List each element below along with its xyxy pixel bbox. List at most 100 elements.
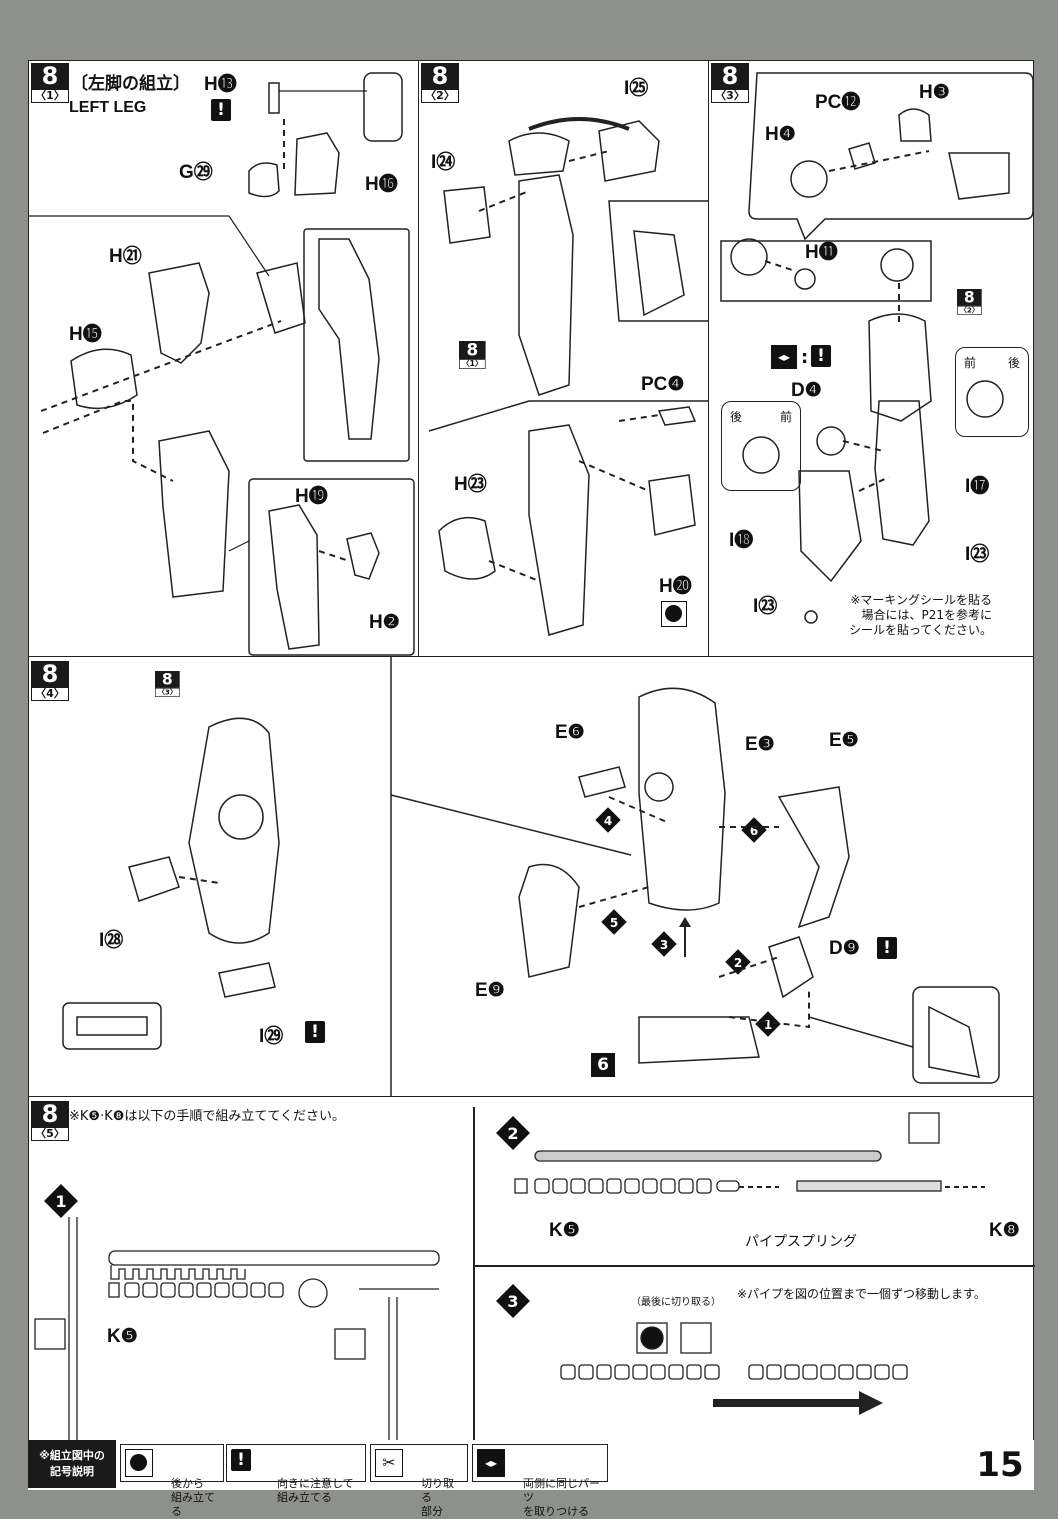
part-label: H⓯ [69, 324, 102, 345]
part-label: H⓫ [805, 242, 838, 263]
legend-item-later: 後から 組み立てる [120, 1444, 224, 1518]
back-label: 後 [730, 410, 743, 424]
svg-text:2: 2 [734, 956, 742, 970]
part-label: I㉙ [259, 1026, 284, 1047]
front-label: 前 [964, 356, 977, 370]
step-8-3-panel: 8 〈3〉 PC⓬ H❸ H❹ H⓫ D❹ I⓱ I⓲ I㉓ I㉓ 8 〈2〉 … [708, 60, 1034, 658]
lower-leg-armor-illustration [62, 657, 1000, 1099]
divider-vertical [473, 1107, 475, 1443]
part-label: K❺ [107, 1326, 138, 1347]
legend-text: 両側に同じパーツ を取りつける [523, 1477, 600, 1518]
part-label: E❺ [829, 730, 859, 751]
legend-item-cut: ✂ 切り取る 部分 [370, 1444, 468, 1518]
part-label: D❹ [791, 380, 822, 401]
reference-badge: 8 〈2〉 [957, 289, 982, 315]
substep-number: 〈3〉 [711, 89, 749, 103]
substep-number: 〈2〉 [421, 89, 459, 103]
attention-icon: ! [877, 937, 897, 959]
part-label: I㉓ [753, 596, 778, 617]
part-label: H㉑ [109, 246, 142, 267]
part-label: H㉓ [454, 474, 487, 495]
leg-frame-illustration [428, 117, 710, 636]
step-number: 8 [31, 1101, 69, 1127]
svg-text:2: 2 [507, 1124, 518, 1143]
part-label: H⓭ [204, 74, 237, 95]
sub-assembly-badge: 6 [591, 1053, 615, 1077]
knee-assembly-illustration [720, 72, 1034, 624]
order-mark: 1 [755, 1011, 781, 1037]
substep-mark-3: 3 [495, 1283, 531, 1319]
part-label: I㉘ [99, 930, 124, 951]
divider-horizontal [475, 1265, 1035, 1267]
pipe-move-note: ※パイプを図の位置まで一個ずつ移動します。 [737, 1287, 986, 1301]
pipe-assembly-note: ※K❺·K❽は以下の手順で組み立ててください。 [69, 1109, 345, 1124]
legend-key: ※組立図中の 記号説明 [28, 1440, 116, 1488]
step-badge: 8 〈3〉 [711, 63, 749, 103]
order-mark: 5 [601, 909, 627, 935]
svg-text:5: 5 [610, 916, 618, 930]
substep-mark-2: 2 [495, 1115, 531, 1151]
svg-text:4: 4 [604, 814, 612, 828]
pipe-assembly-illustration [34, 1112, 985, 1443]
step-badge: 8 〈5〉 [31, 1101, 69, 1141]
part-label: I㉔ [431, 152, 456, 173]
part-label: H⓳ [295, 486, 328, 507]
svg-text:3: 3 [660, 938, 668, 952]
attention-icon: ! [811, 345, 831, 367]
reference-badge: 8 〈3〉 [155, 671, 180, 697]
part-label: PC❹ [641, 374, 685, 395]
attention-icon: ! [211, 99, 231, 121]
order-mark: 6 [741, 817, 767, 843]
attention-icon: ! [231, 1449, 259, 1477]
colon-separator: : [801, 347, 809, 368]
part-label: H❸ [919, 82, 950, 103]
substep-number: 〈4〉 [31, 687, 69, 701]
page-number: 15 [972, 1444, 1028, 1486]
substep-number: 〈5〉 [31, 1127, 69, 1141]
part-label: I⓲ [729, 530, 754, 551]
svg-text:1: 1 [55, 1192, 66, 1211]
step-badge: 8 〈1〉 [31, 63, 69, 103]
step-8-1-panel: 8 〈1〉 〔左脚の組立〕 LEFT LEG H⓭ ! G㉙ H⓰ H㉑ H⓯ … [28, 60, 420, 658]
front-label: 前 [779, 410, 792, 424]
part-label: H❹ [765, 124, 796, 145]
part-label: H⓰ [365, 174, 398, 195]
step-badge: 8 〈4〉 [31, 661, 69, 701]
both-sides-icon: ◂▸ [477, 1449, 505, 1477]
step-number: 8 [711, 63, 749, 89]
legend-item-attention: ! 向きに注意して 組み立てる [226, 1444, 366, 1504]
left-leg-assembly-illustration [29, 72, 415, 656]
marking-sticker-note: ※マーキングシールを貼る 場合には、P21を参考に シールを貼ってください。 [849, 593, 993, 637]
svg-text:3: 3 [507, 1292, 518, 1311]
substep-mark-1: 1 [43, 1183, 79, 1219]
back-label: 後 [1007, 356, 1020, 370]
part-label: E❾ [475, 980, 505, 1001]
legend-text: 後から 組み立てる [171, 1477, 215, 1518]
step-8-5-panel: 8 〈5〉 ※K❺·K❽は以下の手順で組み立ててください。 1 K❺ 2 K❺ … [28, 1096, 1035, 1443]
svg-text:6: 6 [750, 824, 758, 838]
step-badge: 8 〈2〉 [421, 63, 459, 103]
step-number: 8 [421, 63, 459, 89]
order-mark: 3 [651, 931, 677, 957]
legend-text: 切り取る 部分 [421, 1477, 454, 1518]
symbol-legend: ※組立図中の 記号説明 後から 組み立てる ! 向きに注意して 組み立てる ✂ … [28, 1440, 1034, 1518]
step-number: 8 [31, 63, 69, 89]
attention-icon: ! [305, 1021, 325, 1043]
title-en: LEFT LEG [69, 99, 147, 116]
step-8-4-panel: 8 〈4〉 8 〈3〉 I㉘ I㉙ ! E❻ E❸ E❺ E❾ D❾ ! 6 4… [28, 656, 1034, 1099]
svg-text:1: 1 [764, 1018, 772, 1032]
front-back-callout-right: 前 後 [955, 347, 1029, 437]
part-label: D❾ [829, 938, 860, 959]
legend-item-both-sides: ◂▸ 両側に同じパーツ を取りつける [472, 1444, 608, 1518]
both-sides-icon: ◂▸ [771, 345, 797, 369]
part-label: H❷ [369, 612, 400, 633]
part-label: K❽ [989, 1220, 1020, 1241]
part-label: I⓱ [965, 476, 990, 497]
cut-last-label: （最後に切り取る） [631, 1297, 721, 1308]
part-label: I㉓ [965, 544, 990, 565]
substep-number: 〈1〉 [31, 89, 69, 103]
part-label: K❺ [549, 1220, 580, 1241]
order-mark: 4 [595, 807, 621, 833]
reference-badge: 8 〈1〉 [459, 341, 486, 369]
part-label: G㉙ [179, 162, 213, 183]
